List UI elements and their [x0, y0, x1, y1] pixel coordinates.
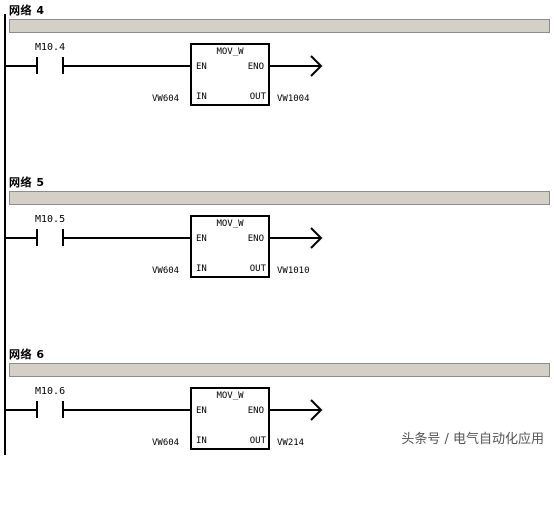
out-operand[interactable]: VW1004 [277, 94, 310, 104]
rung-wire [64, 409, 190, 411]
contact-right-bar[interactable] [62, 229, 64, 246]
network-comment-bar[interactable] [9, 19, 550, 33]
eno-wire [270, 65, 320, 67]
contact-address: M10.6 [35, 386, 66, 397]
network-comment-bar[interactable] [9, 363, 550, 377]
rung-wire [6, 409, 36, 411]
in-operand[interactable]: VW604 [152, 94, 180, 104]
network-5: 网络 5 M10.5 MOV_W EN ENO IN OUT VW604 VW1… [0, 174, 554, 346]
contact-right-bar[interactable] [62, 401, 64, 418]
network-title: 网络 6 [9, 348, 45, 361]
out-pin: OUT [249, 436, 266, 446]
contact-left-bar[interactable] [36, 401, 38, 418]
network-title: 网络 5 [9, 176, 45, 189]
contact-address: M10.5 [35, 214, 66, 225]
eno-pin: ENO [247, 406, 264, 416]
mov-w-block[interactable]: MOV_W EN ENO IN OUT [190, 215, 270, 278]
eno-pin: ENO [247, 62, 264, 72]
block-name: MOV_W [216, 47, 244, 57]
eno-wire [270, 237, 320, 239]
en-pin: EN [196, 406, 207, 416]
rung-wire [64, 65, 190, 67]
en-pin: EN [196, 62, 207, 72]
out-pin: OUT [249, 92, 266, 102]
rung-wire [6, 237, 36, 239]
network-4: 网络 4 M10.4 MOV_W EN ENO IN OUT VW604 VW1… [0, 2, 554, 174]
mov-w-block[interactable]: MOV_W EN ENO IN OUT [190, 43, 270, 106]
power-rail [4, 14, 6, 455]
out-operand[interactable]: VW214 [277, 438, 305, 448]
in-operand[interactable]: VW604 [152, 438, 180, 448]
block-name: MOV_W [216, 219, 244, 229]
out-operand[interactable]: VW1010 [277, 266, 310, 276]
eno-wire [270, 409, 320, 411]
network-comment-bar[interactable] [9, 191, 550, 205]
contact-left-bar[interactable] [36, 229, 38, 246]
in-operand[interactable]: VW604 [152, 266, 180, 276]
contact-left-bar[interactable] [36, 57, 38, 74]
eno-pin: ENO [247, 234, 264, 244]
network-title: 网络 4 [9, 4, 45, 17]
in-pin: IN [196, 92, 207, 102]
rung-wire [64, 237, 190, 239]
watermark: 头条号 / 电气自动化应用 [401, 432, 544, 447]
out-pin: OUT [249, 264, 266, 274]
rung-wire [6, 65, 36, 67]
in-pin: IN [196, 436, 207, 446]
network-6: 网络 6 M10.6 MOV_W EN ENO IN OUT VW604 VW2… [0, 346, 554, 518]
contact-address: M10.4 [35, 42, 66, 53]
en-pin: EN [196, 234, 207, 244]
block-name: MOV_W [216, 391, 244, 401]
mov-w-block[interactable]: MOV_W EN ENO IN OUT [190, 387, 270, 450]
in-pin: IN [196, 264, 207, 274]
contact-right-bar[interactable] [62, 57, 64, 74]
